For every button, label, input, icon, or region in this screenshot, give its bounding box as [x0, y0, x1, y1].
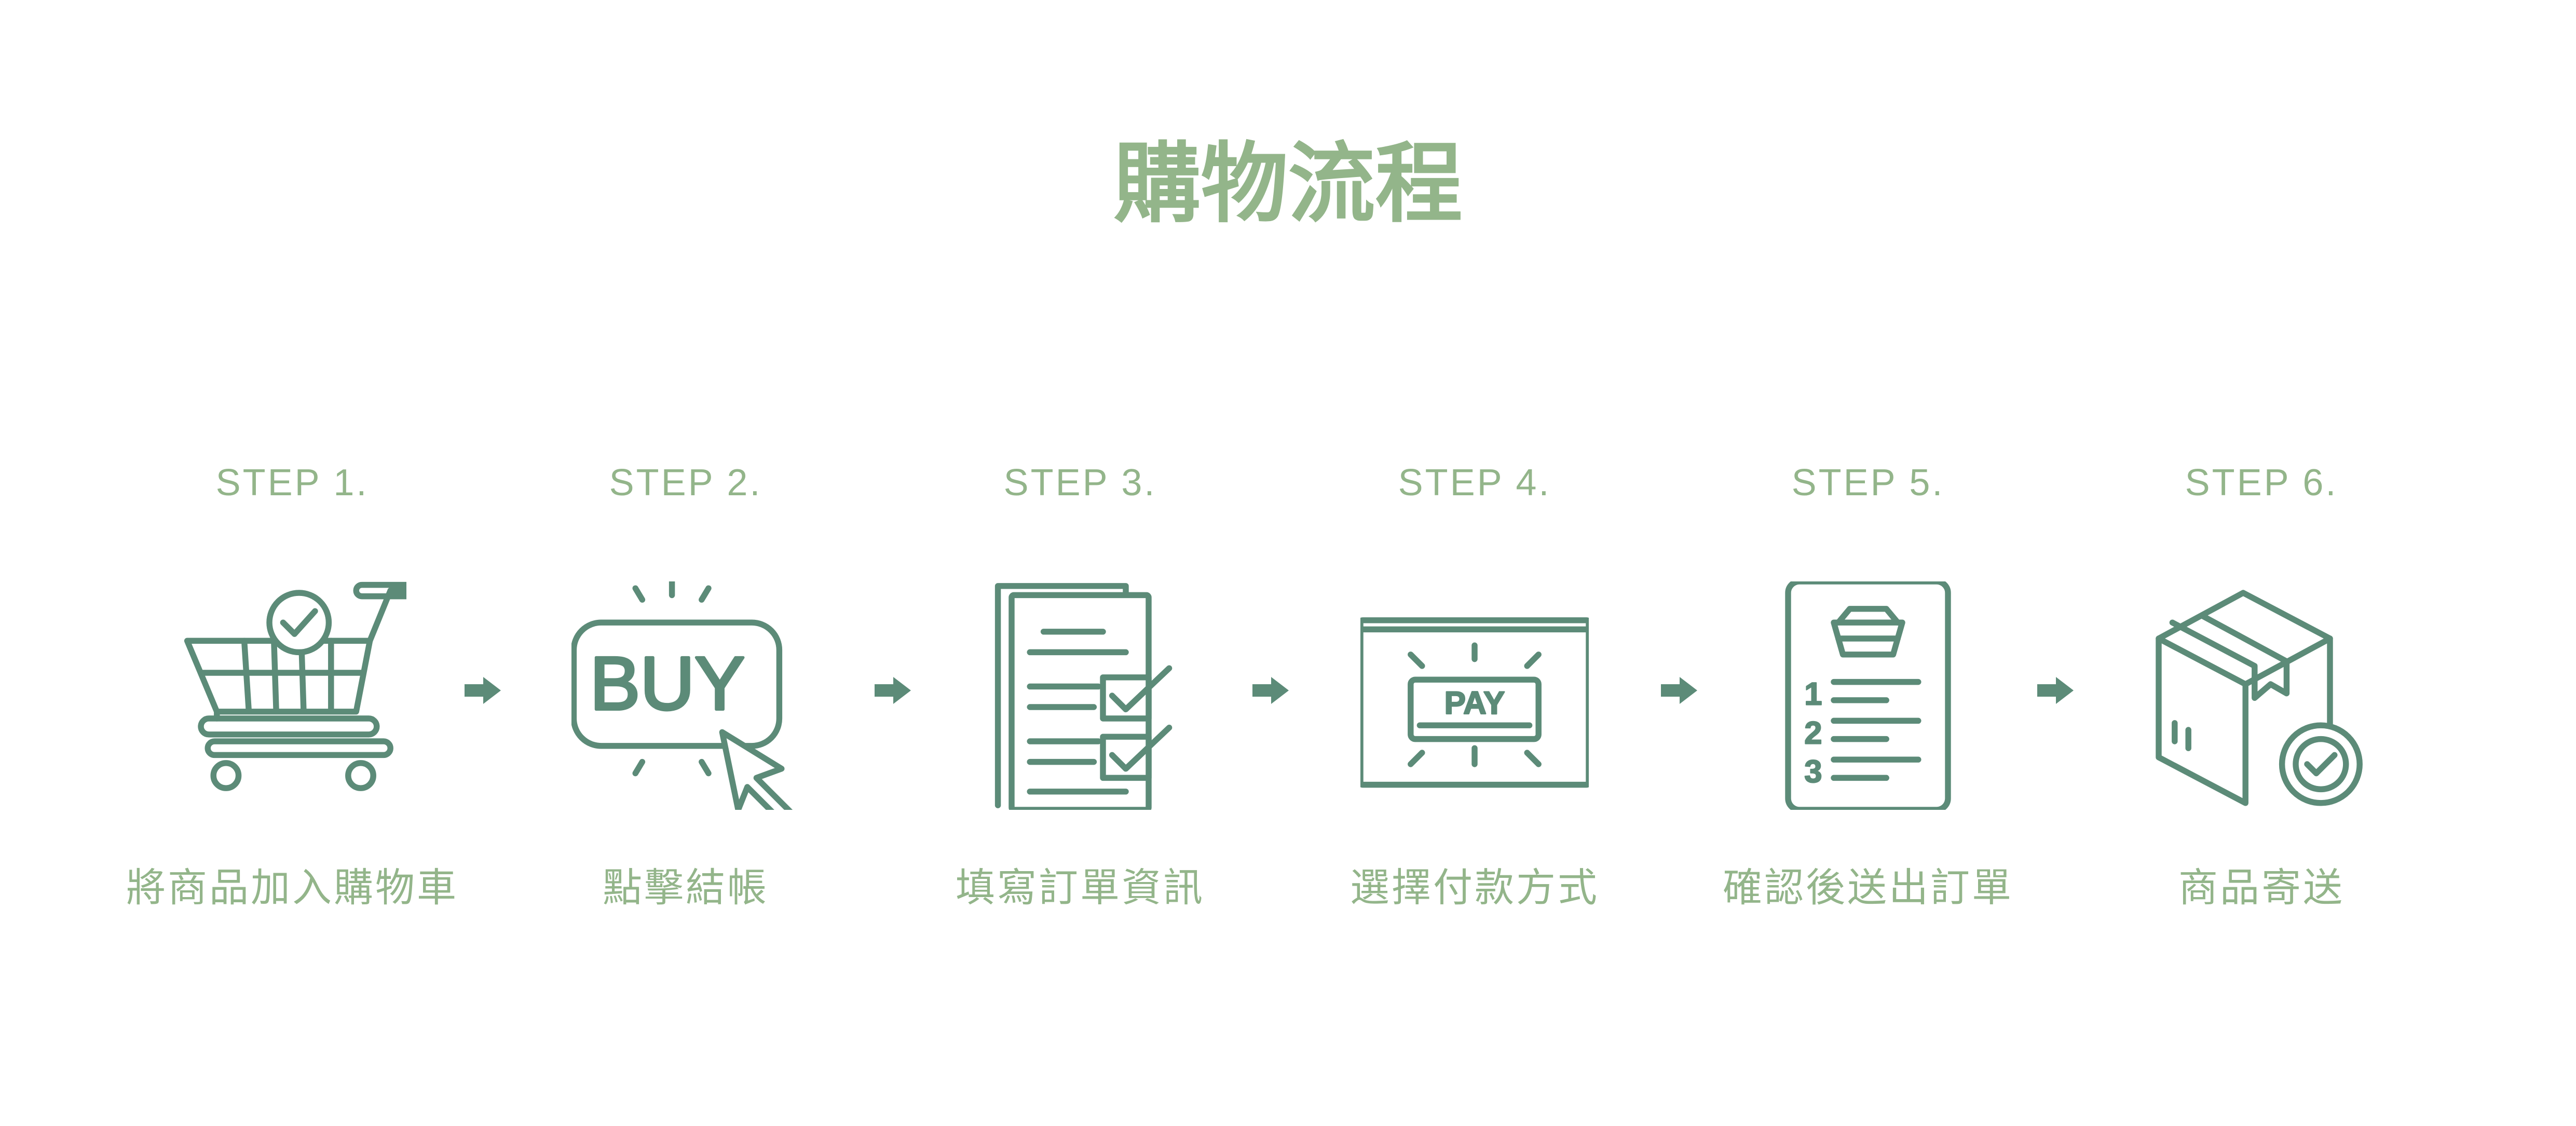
step-label: STEP 6. [2185, 462, 2338, 504]
step-label: STEP 3. [1003, 462, 1157, 504]
package-delivered-icon [2147, 581, 2376, 810]
step-description: 確認後送出訂單 [1723, 864, 2013, 911]
order-list-icon: 1 2 3 [1754, 581, 1982, 810]
step-4: STEP 4. PAY 選擇付款方式 [1277, 457, 1672, 934]
arrow-right-icon [1252, 675, 1289, 706]
step-1: STEP 1. 將商品加入購物車 [95, 457, 489, 934]
step-2: STEP 2. BUY 點擊結帳 [488, 457, 883, 934]
step-description: 點擊結帳 [603, 864, 769, 911]
arrow-right-icon [1661, 675, 1697, 706]
step-label: STEP 2. [609, 462, 762, 504]
buy-text: BUY [590, 641, 745, 725]
step-description: 將商品加入購物車 [126, 864, 458, 911]
step-label: STEP 1. [215, 462, 369, 504]
arrow-right-icon [2037, 675, 2074, 706]
list-number: 1 [1804, 676, 1822, 712]
step-5: STEP 5. 1 2 3 確認後送出訂單 [1671, 457, 2065, 934]
step-description: 填寫訂單資訊 [956, 864, 1205, 911]
page-title: 購物流程 [1113, 133, 1463, 235]
arrow-right-icon [875, 675, 911, 706]
step-3: STEP 3. 填寫訂單資訊 [883, 457, 1277, 934]
arrow-right-icon [465, 675, 501, 706]
step-description: 商品寄送 [2178, 864, 2345, 911]
shopping-cart-check-icon [178, 581, 406, 810]
pay-text: PAY [1444, 685, 1505, 721]
buy-button-cursor-icon: BUY [571, 581, 800, 810]
step-label: STEP 4. [1398, 462, 1551, 504]
step-description: 選擇付款方式 [1350, 864, 1599, 911]
list-number: 3 [1804, 754, 1822, 790]
step-label: STEP 5. [1791, 462, 1945, 504]
list-number: 2 [1804, 715, 1822, 751]
checklist-documents-icon [966, 581, 1194, 810]
step-6: STEP 6. 商品寄送 [2064, 457, 2459, 934]
pay-screen-icon: PAY [1360, 581, 1589, 810]
